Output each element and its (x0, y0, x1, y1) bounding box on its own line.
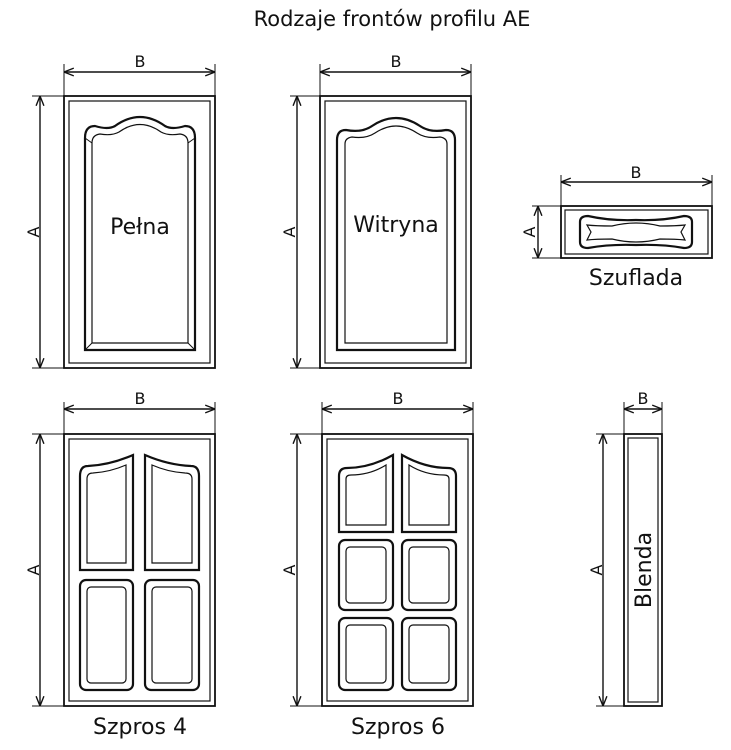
height-label: A (24, 564, 43, 575)
width-label: B (135, 389, 146, 408)
width-dimension: B (63, 52, 216, 96)
front-label: Pełna (110, 215, 170, 240)
front-szuflada: B A Szuflada (520, 163, 713, 291)
front-label: Szpros 4 (93, 715, 187, 740)
width-label: B (631, 163, 642, 182)
height-dimension: A (280, 433, 322, 707)
front-szpros-6: B A Szpros 6 (280, 389, 474, 740)
front-label: Szpros 6 (351, 715, 445, 740)
height-label: A (520, 226, 539, 237)
front-label: Witryna (353, 213, 439, 238)
height-label: A (24, 226, 43, 237)
width-dimension: B (63, 389, 216, 434)
width-label: B (638, 389, 649, 408)
width-label: B (391, 52, 402, 71)
front-pelna: B A Pełna (24, 52, 216, 369)
height-dimension: A (24, 433, 64, 707)
width-dimension: B (560, 163, 713, 206)
height-dimension: A (24, 95, 64, 369)
width-dimension: B (321, 389, 474, 434)
height-label: A (280, 226, 299, 237)
diagram-title: Rodzaje frontów profilu AE (254, 7, 531, 31)
width-dimension: B (319, 52, 472, 96)
front-label: Szuflada (589, 266, 683, 291)
height-label: A (587, 564, 606, 575)
width-label: B (393, 389, 404, 408)
height-dimension: A (520, 205, 561, 259)
height-label: A (280, 564, 299, 575)
height-dimension: A (587, 433, 624, 707)
front-label: Blenda (632, 532, 657, 608)
height-dimension: A (280, 95, 320, 369)
front-blenda: B A Blenda (587, 389, 663, 707)
width-dimension: B (623, 389, 663, 434)
front-szpros-4: B A Szpros 4 (24, 389, 216, 740)
width-label: B (135, 52, 146, 71)
front-witryna: B A Witryna (280, 52, 472, 369)
